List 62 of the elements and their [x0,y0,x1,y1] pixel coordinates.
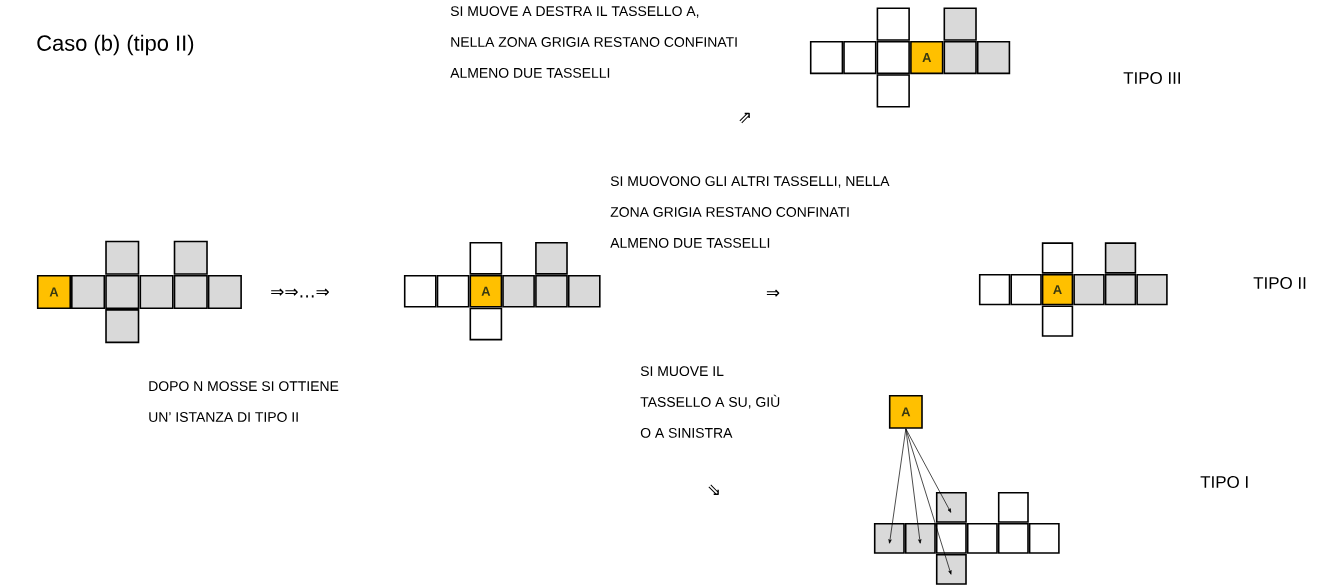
tile [1073,273,1105,306]
tile [207,274,242,309]
double-arrow: ⇒⇒…⇒ [271,288,329,298]
arrow [905,428,922,544]
tile [997,522,1029,554]
tile [997,491,1029,523]
letter-tile: A [36,274,71,309]
tile [935,491,967,523]
caption-text: SI MUOVE A DESTRA IL TASSELLO A, NELLA ZONA GRIGIA RESTANO CONFINATI ALMENO DUE TASSELLI [450,6,737,78]
caption-text: SI MUOVE IL TASSELLO A SU, GIÙ O A SINISTRA [640,366,780,438]
caption-text: DOPO N MOSSE SI OTTIENE UN’ ISTANZA DI TIPO II [149,381,339,422]
tile [904,522,936,554]
tile [105,274,140,309]
tile [935,522,967,554]
arrow [888,428,907,544]
tile [567,274,601,308]
tile [1041,305,1074,337]
tile [139,274,174,309]
tile [976,40,1011,75]
tile [978,273,1011,306]
tile [535,242,568,275]
double-arrow: ⇗ [739,112,750,124]
tile [876,7,910,41]
tile [173,240,208,275]
tile [1010,273,1042,306]
tile [809,40,844,75]
tile [1028,522,1060,554]
tile [469,242,503,275]
tile [535,274,568,308]
tile [876,74,910,108]
type-label: TIPO III [1123,72,1180,84]
tile [935,553,967,585]
caption-text: SI MUOVONO GLI ALTRI TASSELLI, NELLA ZONA GRIGIA RESTANO CONFINATI ALMENO DUE TASSELLI [610,176,890,248]
tile [403,274,437,308]
tile [1104,273,1137,306]
tile [1104,242,1137,274]
tile [469,307,503,341]
tile [943,7,977,41]
title: Caso (b) (tipo II) [37,34,194,56]
tile [105,309,140,344]
tile [876,40,910,75]
tile [873,522,905,554]
letter-tile: A [469,274,503,308]
arrow [905,428,952,513]
type-label: TIPO II [1253,277,1306,289]
letter-tile: A [910,40,944,75]
double-arrow: ⇒ [766,289,780,297]
tile [71,274,106,309]
tile [1041,242,1074,274]
letter-tile: A [888,394,923,429]
tile [436,274,470,308]
tile [966,522,998,554]
tile [502,274,535,308]
tile [173,274,208,309]
type-label: TIPO I [1200,476,1248,488]
tile [843,40,877,75]
tile [105,240,140,275]
tile [943,40,977,75]
arrow [905,428,952,575]
letter-tile: A [1041,273,1074,306]
tile [1136,273,1168,306]
double-arrow: ⇘ [708,484,719,495]
